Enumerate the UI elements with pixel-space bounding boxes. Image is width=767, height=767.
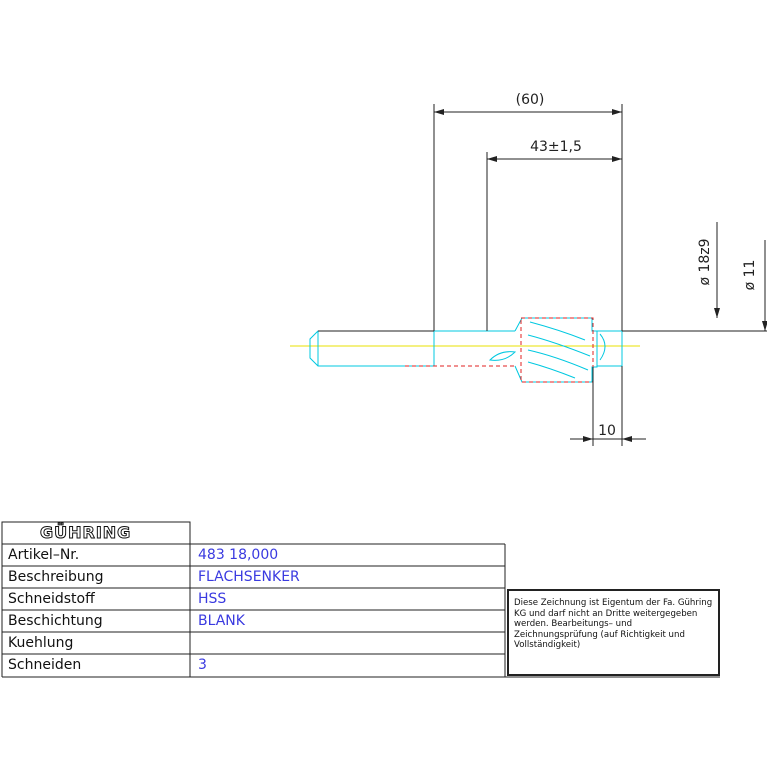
head-hidden-outline xyxy=(520,317,594,383)
diameter-pilot-label: ø 11 xyxy=(742,260,758,291)
label-schneidstoff: Schneidstoff xyxy=(8,591,95,607)
dimension-overall-length xyxy=(433,104,623,331)
pilot-length-label: 10 xyxy=(598,423,616,439)
dimension-pilot-length xyxy=(570,366,646,446)
value-beschichtung: BLANK xyxy=(198,613,245,629)
tool-head xyxy=(488,317,623,383)
title-block-grid xyxy=(1,521,720,678)
value-schneiden: 3 xyxy=(198,657,207,673)
label-beschichtung: Beschichtung xyxy=(8,613,103,629)
value-beschreibung: FLACHSENKER xyxy=(198,569,300,585)
flute-length-label: 43±1,5 xyxy=(530,139,582,155)
dimension-flute-length xyxy=(486,152,622,331)
value-artikel-nr: 483 18,000 xyxy=(198,547,279,563)
label-artikel-nr: Artikel–Nr. xyxy=(8,547,80,563)
diameter-body-label: ø 18z9 xyxy=(697,238,713,285)
tool-shank xyxy=(309,330,515,367)
label-kuehlung: Kuehlung xyxy=(8,635,74,651)
value-schneidstoff: HSS xyxy=(198,591,227,607)
guehring-logo: GÜHRING xyxy=(39,523,132,543)
value-kuehlung xyxy=(190,632,505,654)
ownership-note: Diese Zeichnung ist Eigentum der Fa. Güh… xyxy=(507,589,720,676)
label-beschreibung: Beschreibung xyxy=(8,569,104,585)
overall-length-label: (60) xyxy=(516,92,545,108)
dimension-diameter-pilot xyxy=(622,240,767,332)
label-schneiden: Schneiden xyxy=(8,657,82,673)
